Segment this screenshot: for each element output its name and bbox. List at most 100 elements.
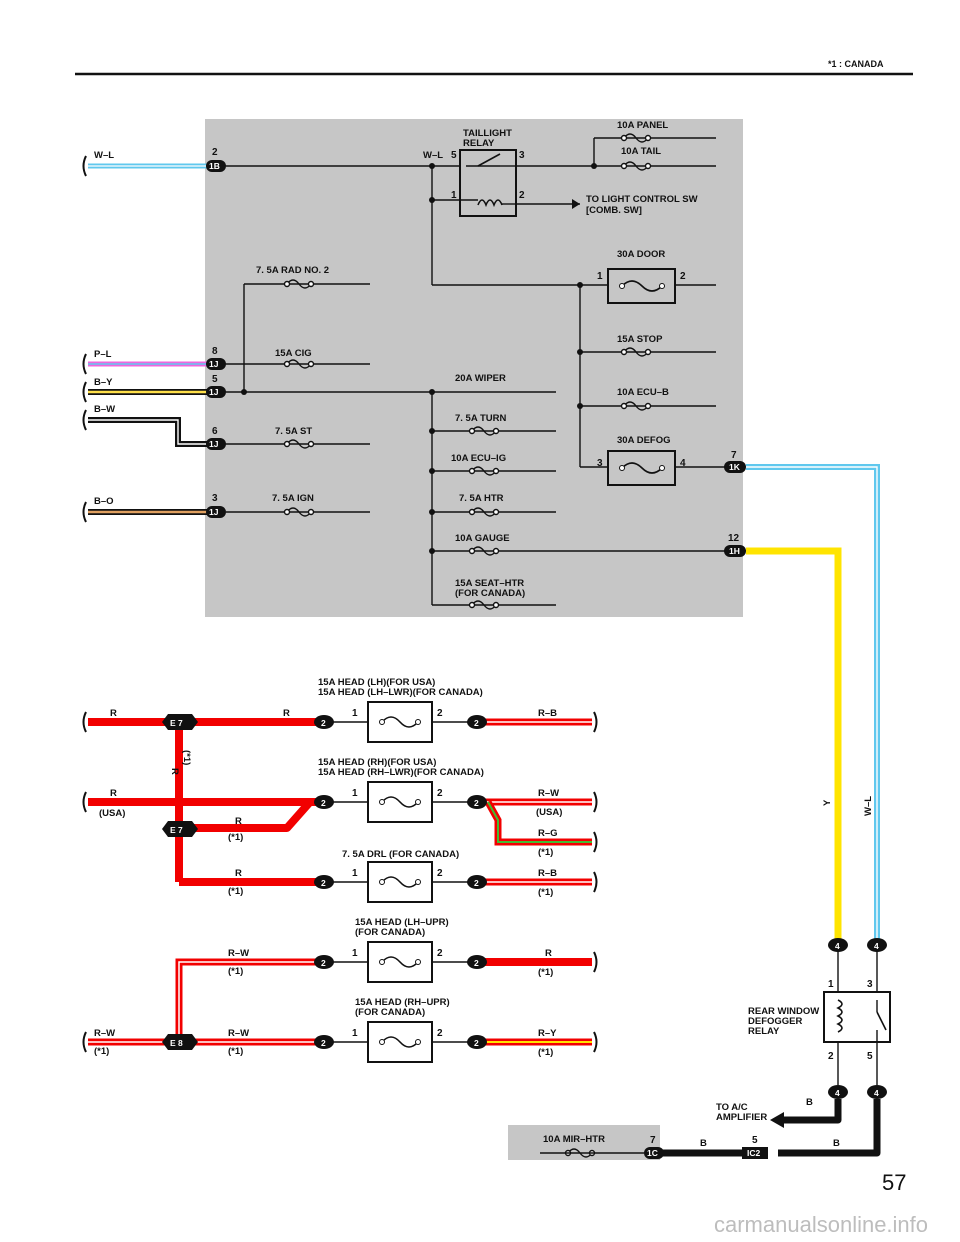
wire-label: (*1): [228, 1046, 243, 1057]
svg-text:E 7: E 7: [170, 825, 183, 835]
svg-text:1: 1: [352, 1028, 358, 1039]
wire-label: B–Y: [94, 377, 113, 388]
svg-text:2: 2: [437, 708, 443, 719]
fuse-label: 7. 5A IGN: [272, 493, 314, 504]
svg-text:1J: 1J: [209, 359, 219, 369]
page-number: 57: [882, 1170, 906, 1195]
defogger-pin: 3: [867, 979, 873, 990]
svg-text:6: 6: [212, 426, 218, 437]
wire-label: R–W: [538, 788, 559, 799]
watermark: carmanualsonline.info: [714, 1212, 928, 1237]
wire-label: W–L: [863, 796, 874, 816]
wire-label: R–B: [538, 868, 557, 879]
defogger-pin: 1: [828, 979, 834, 990]
wire-label: R: [110, 708, 117, 719]
wire-label: B–O: [94, 496, 114, 507]
relay-title: TAILLIGHT: [463, 128, 512, 139]
defogger-pin: 5: [867, 1051, 873, 1062]
fuse-label: 7. 5A RAD NO. 2: [256, 265, 329, 276]
fuse-15a-head-lh-upr: [367, 941, 433, 983]
fuse-30a-defog: [607, 450, 676, 486]
to-ac-label: TO A/C: [716, 1102, 748, 1113]
fuse-title: 15A HEAD (LH–LWR)(FOR CANADA): [318, 687, 483, 698]
relay-title-2: RELAY: [463, 138, 495, 149]
svg-text:5: 5: [212, 374, 218, 385]
mir-htr-block: [508, 1125, 660, 1160]
svg-text:E 8: E 8: [170, 1038, 183, 1048]
fuse-label: 10A ECU–IG: [451, 453, 506, 464]
wire-r-w: [88, 958, 322, 1046]
wire-label: R: [169, 768, 180, 775]
relay-pin: 3: [519, 150, 525, 161]
wire-label: R: [545, 948, 552, 959]
fuse-label: 10A TAIL: [621, 146, 661, 157]
fuse-7-5a-drl: [367, 861, 433, 903]
fuse-pin: 4: [680, 458, 686, 469]
svg-text:1J: 1J: [209, 507, 219, 517]
connector-1j-5: 1J 5: [206, 374, 226, 398]
fuse-title: 15A HEAD (LH)(FOR USA): [318, 677, 435, 688]
svg-text:2: 2: [321, 798, 326, 808]
break-marks-left: [82, 155, 87, 523]
svg-text:1J: 1J: [209, 439, 219, 449]
connector-e7-bottom: E 7: [162, 821, 198, 837]
junction-dots: [241, 163, 597, 554]
wire-label: B: [806, 1097, 813, 1108]
break-marks-lower: [82, 711, 598, 1053]
svg-text:2: 2: [321, 878, 326, 888]
defogger-title: RELAY: [748, 1026, 780, 1037]
defogger-conn: 4: [835, 941, 840, 951]
fuse-symbols-upper: [283, 133, 652, 1158]
wire-label: (*1): [538, 887, 553, 898]
connector-1b: 1B 2: [206, 147, 226, 172]
svg-text:1B: 1B: [209, 161, 220, 171]
fuse-label: 15A SEAT–HTR: [455, 578, 524, 589]
wire-label: R: [110, 788, 117, 799]
connector-ic2: IC2 5: [742, 1135, 768, 1159]
svg-text:1: 1: [352, 868, 358, 879]
wire-label: R–W: [228, 1028, 249, 1039]
svg-text:2: 2: [474, 878, 479, 888]
wire-label: R–G: [538, 828, 558, 839]
wire-y-right: [746, 547, 842, 942]
connector-1j-6: 1J 6: [206, 426, 226, 450]
wire-label: (*1): [94, 1046, 109, 1057]
wire-label: (*1): [228, 832, 243, 843]
svg-text:7: 7: [650, 1135, 656, 1146]
svg-text:2: 2: [474, 798, 479, 808]
fuse-label: (FOR CANADA): [455, 588, 525, 599]
relay-pin: 2: [519, 190, 525, 201]
fuse-label: 10A GAUGE: [455, 533, 510, 544]
wire-label: R: [235, 816, 242, 827]
header-note: *1 : CANADA: [828, 59, 884, 69]
svg-text:1H: 1H: [729, 546, 740, 556]
fuse-label: 7. 5A TURN: [455, 413, 507, 424]
fuse-title: (FOR CANADA): [355, 927, 425, 938]
fuse-title: 15A HEAD (RH)(FOR USA): [318, 757, 436, 768]
svg-text:2: 2: [437, 1028, 443, 1039]
fuse-title: 15A HEAD (RH–LWR)(FOR CANADA): [318, 767, 484, 778]
fuse-15a-head-rh: [367, 781, 433, 823]
svg-text:12: 12: [728, 533, 740, 544]
wire-label: (*1): [538, 1047, 553, 1058]
svg-text:2: 2: [212, 147, 218, 158]
fuse-pin: 3: [597, 458, 603, 469]
fuse-30a-door: [607, 268, 676, 304]
svg-text:1C: 1C: [647, 1148, 658, 1158]
svg-text:2: 2: [474, 1038, 479, 1048]
wire-label: B: [700, 1138, 707, 1149]
relay-pin: 1: [451, 190, 457, 201]
fuse-pin: 1: [597, 271, 603, 282]
wire-label: (*1): [228, 966, 243, 977]
svg-text:1J: 1J: [209, 387, 219, 397]
defogger-conn: 4: [835, 1088, 840, 1098]
fuse-boxes-lower: [332, 721, 468, 1043]
svg-text:1: 1: [352, 948, 358, 959]
connector-e7-top: E 7: [162, 714, 198, 730]
wire-b: [660, 1099, 881, 1157]
svg-text:E 7: E 7: [170, 718, 183, 728]
wire-label: R: [235, 868, 242, 879]
fuse-pin: 2: [680, 271, 686, 282]
wire-label: W–L: [94, 150, 114, 161]
